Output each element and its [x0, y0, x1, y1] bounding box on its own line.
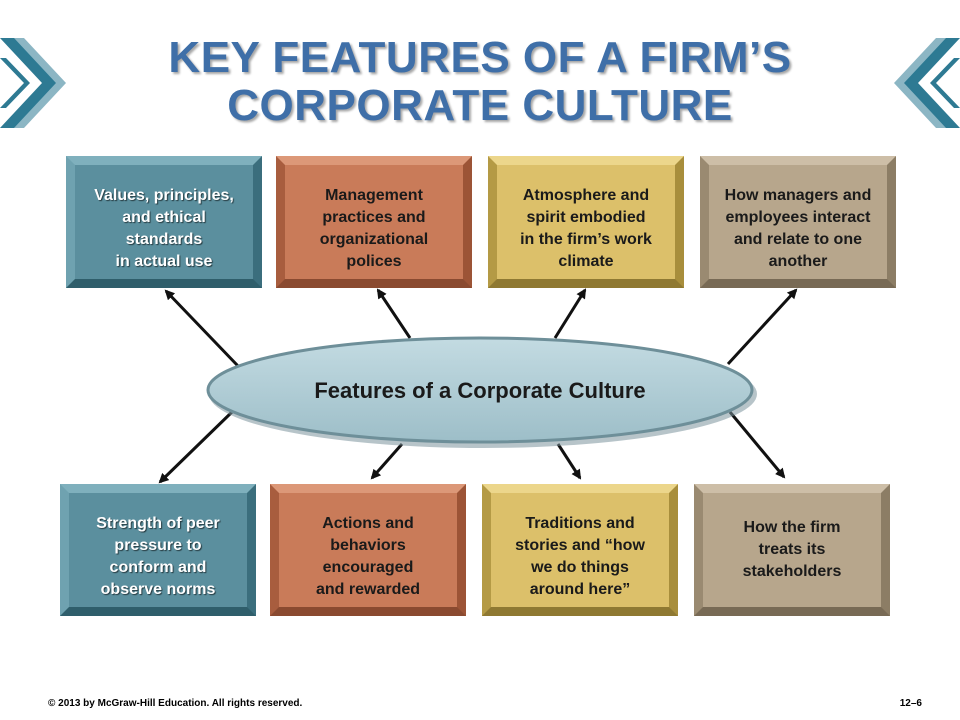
arrow-to-peer-pressure: [158, 410, 234, 484]
box-traditions-line: Traditions and: [525, 515, 635, 532]
box-actions: Actions and behaviors encouraged and rew…: [270, 484, 466, 616]
box-atmosphere: Atmosphere and spirit embodied in the fi…: [488, 156, 684, 288]
box-stakeholders-line: stakeholders: [742, 563, 842, 580]
arrow-to-actions: [370, 443, 404, 480]
box-traditions-line: stories and “how: [515, 537, 645, 554]
left-chevron-icon: [0, 38, 66, 128]
copyright-text: © 2013 by McGraw-Hill Education. All rig…: [48, 698, 303, 709]
box-values-line: Values, principles,: [94, 187, 234, 204]
center-ellipse: [206, 336, 754, 444]
box-interaction-line: employees interact: [725, 209, 871, 226]
box-actions-line: behaviors: [330, 537, 406, 554]
box-management: Management practices and organizational …: [276, 156, 472, 288]
box-interaction-line: How managers and: [724, 187, 872, 204]
box-management-line: practices and: [322, 209, 426, 226]
box-peer-pressure-line: Strength of peer: [96, 515, 220, 532]
box-actions-line: Actions and: [322, 515, 414, 532]
box-traditions: Traditions and stories and “how we do th…: [482, 484, 678, 616]
box-values-line: in actual use: [115, 253, 213, 270]
box-peer-pressure-line: pressure to: [114, 537, 202, 554]
box-atmosphere-line: Atmosphere and: [522, 187, 650, 204]
right-chevron-icon: [894, 38, 960, 128]
title-line-1: KEY FEATURES OF A FIRM’S: [168, 33, 792, 82]
arrow-to-management: [376, 288, 412, 339]
box-peer-pressure-line: conform and: [109, 559, 207, 576]
arrow-to-traditions: [556, 443, 582, 480]
box-traditions-line: around here”: [529, 581, 631, 598]
box-traditions-line: we do things: [531, 559, 629, 576]
box-stakeholders: How the firm treats its stakeholders: [694, 484, 890, 616]
center-label: Features of a Corporate Culture: [314, 378, 646, 403]
box-stakeholders-line: How the firm: [743, 519, 841, 536]
box-interaction: How managers and employees interact and …: [700, 156, 896, 288]
box-stakeholders-line: treats its: [758, 541, 826, 558]
box-peer-pressure: Strength of peer pressure to conform and…: [60, 484, 256, 616]
title-line-2: CORPORATE CULTURE: [227, 81, 733, 130]
box-atmosphere-line: spirit embodied: [526, 209, 646, 226]
box-values: Values, principles, and ethical standard…: [66, 156, 262, 288]
box-atmosphere-line: in the firm’s work: [520, 231, 652, 248]
arrow-to-stakeholders: [728, 411, 786, 479]
box-interaction-line: another: [768, 253, 828, 270]
box-interaction-line: and relate to one: [733, 231, 862, 248]
arrow-to-interaction: [726, 288, 798, 366]
box-peer-pressure-line: observe norms: [100, 581, 216, 598]
box-actions-line: and rewarded: [315, 581, 421, 598]
arrow-to-atmosphere: [553, 288, 587, 339]
box-atmosphere-line: climate: [558, 253, 614, 270]
box-values-line: standards: [125, 231, 203, 248]
box-management-line: Management: [325, 187, 423, 204]
box-management-line: polices: [346, 253, 402, 270]
arrow-to-values: [164, 289, 240, 368]
box-actions-line: encouraged: [322, 559, 414, 576]
page-number: 12–6: [899, 698, 922, 709]
box-management-line: organizational: [319, 231, 429, 248]
box-values-line: and ethical: [122, 209, 206, 226]
